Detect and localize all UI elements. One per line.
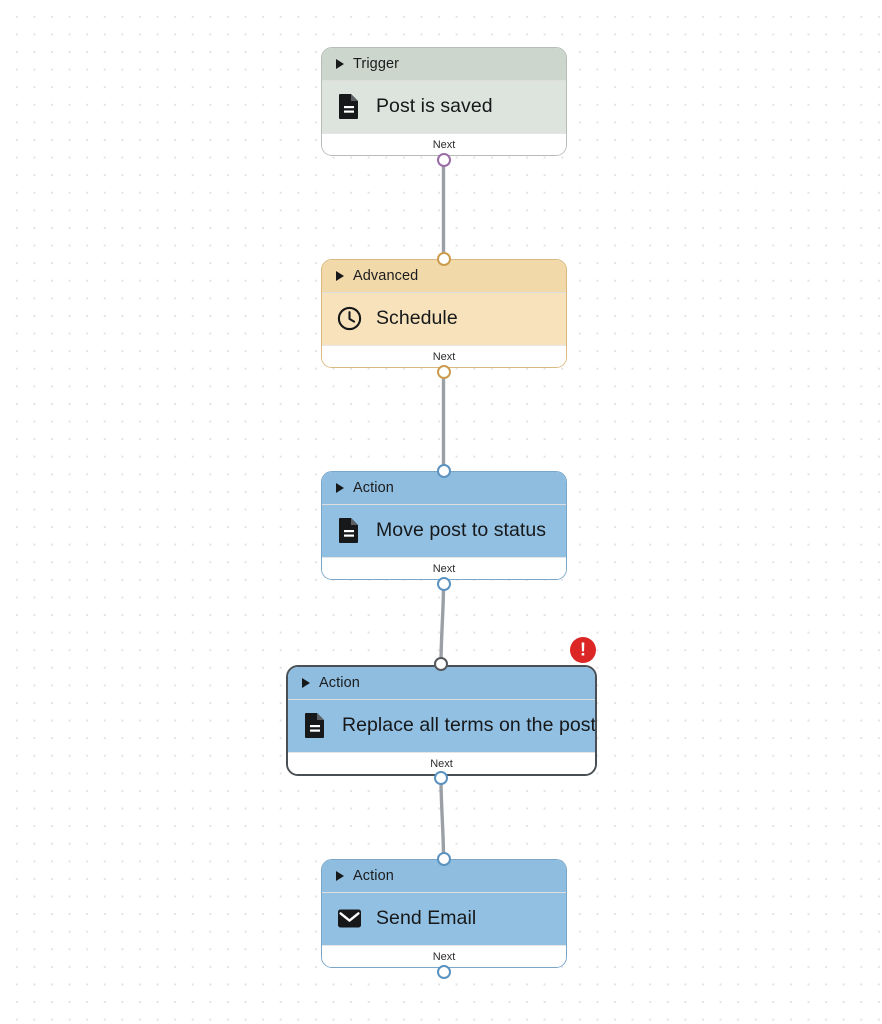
node-category-label: Action: [353, 480, 394, 496]
node-footer-next[interactable]: Next: [322, 345, 566, 367]
node-divider: [322, 292, 566, 293]
output-port-action-send-email[interactable]: [436, 965, 451, 979]
workflow-node-action-replace-all-terms-on-the-post[interactable]: Action Replace all terms on the post Nex…: [286, 665, 597, 776]
edge-replace-to-send-email: [439, 776, 446, 860]
output-port-advanced[interactable]: [436, 365, 451, 379]
exclamation-icon: !: [580, 639, 586, 660]
node-category-label: Action: [319, 675, 360, 691]
node-footer-next[interactable]: Next: [322, 133, 566, 155]
workflow-node-trigger-post-is-saved[interactable]: Trigger Post is saved Next: [321, 47, 567, 156]
node-header-action-replace-terms[interactable]: Action: [288, 667, 595, 699]
document-icon: [336, 93, 362, 119]
node-title: Move post to status: [376, 518, 547, 541]
node-category-label: Trigger: [353, 56, 400, 72]
node-body-trigger[interactable]: Post is saved: [322, 81, 566, 133]
input-port-action-move-post[interactable]: [436, 464, 451, 478]
edge-move-post-to-replace: [439, 582, 446, 666]
input-port-action-send-email[interactable]: [436, 852, 451, 866]
document-icon: [336, 517, 362, 543]
output-port-trigger[interactable]: [436, 153, 451, 167]
collapse-triangle-icon[interactable]: [336, 483, 344, 493]
node-body-advanced[interactable]: Schedule: [322, 293, 566, 345]
input-port-advanced[interactable]: [436, 252, 451, 266]
error-badge[interactable]: !: [570, 637, 596, 663]
output-port-action-replace-terms[interactable]: [434, 771, 448, 785]
node-footer-next[interactable]: Next: [322, 945, 566, 967]
node-body-action-replace-terms[interactable]: Replace all terms on the post: [288, 700, 595, 752]
node-title: Replace all terms on the post: [342, 713, 596, 736]
node-title: Send Email: [376, 906, 477, 929]
node-divider: [322, 80, 566, 81]
node-title: Post is saved: [376, 94, 493, 117]
workflow-node-action-send-email[interactable]: Action Send Email Next: [321, 859, 567, 968]
workflow-node-action-move-post-to-status[interactable]: Action Move post to status Next: [321, 471, 567, 580]
collapse-triangle-icon[interactable]: [336, 871, 344, 881]
node-footer-next[interactable]: Next: [322, 557, 566, 579]
node-category-label: Action: [353, 868, 394, 884]
clock-icon: [336, 305, 362, 331]
node-title: Schedule: [376, 306, 458, 329]
node-footer-next[interactable]: Next: [288, 752, 595, 774]
collapse-triangle-icon[interactable]: [336, 59, 344, 69]
node-body-action-send-email[interactable]: Send Email: [322, 893, 566, 945]
node-header-trigger[interactable]: Trigger: [322, 48, 566, 80]
node-body-action-move-post[interactable]: Move post to status: [322, 505, 566, 557]
output-port-action-move-post[interactable]: [436, 577, 451, 591]
collapse-triangle-icon[interactable]: [302, 678, 310, 688]
node-category-label: Advanced: [353, 268, 419, 284]
input-port-action-replace-terms[interactable]: [434, 657, 448, 671]
workflow-node-advanced-schedule[interactable]: Advanced Schedule Next: [321, 259, 567, 368]
node-divider: [288, 699, 595, 700]
node-divider: [322, 504, 566, 505]
envelope-icon: [336, 905, 362, 931]
collapse-triangle-icon[interactable]: [336, 271, 344, 281]
node-divider: [322, 892, 566, 893]
document-icon: [302, 712, 328, 738]
